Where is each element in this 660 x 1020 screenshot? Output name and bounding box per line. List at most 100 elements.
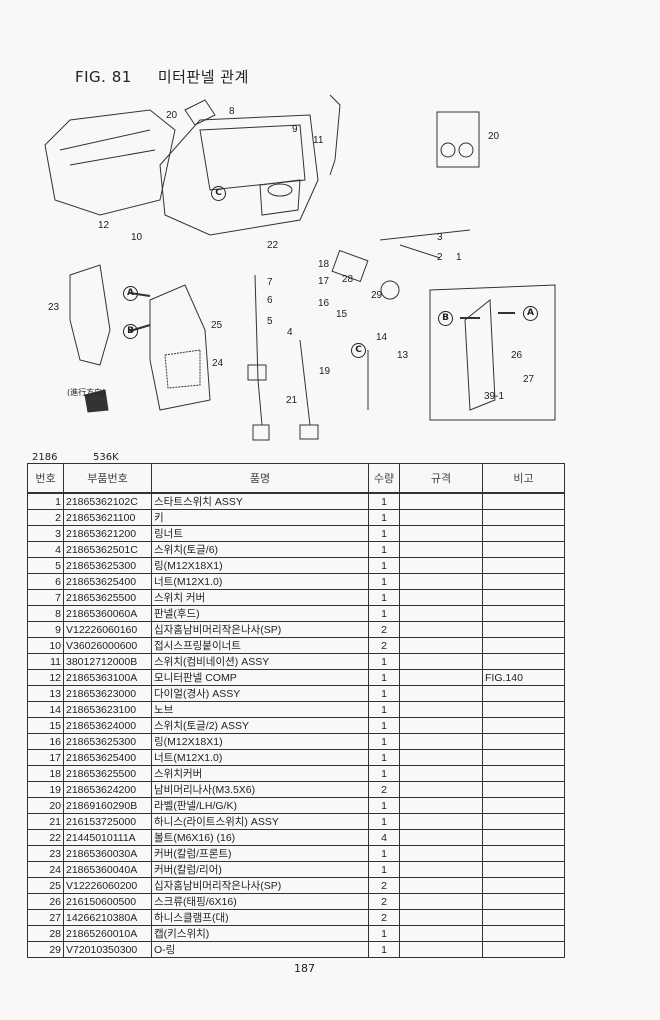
callout-label: 39-1 — [484, 391, 505, 402]
spec-cell — [399, 509, 483, 526]
part-name-cell: O-링 — [151, 941, 369, 958]
view-reference-marker: A — [523, 306, 538, 321]
item-number-cell: 5 — [27, 557, 64, 574]
callout-label: 7 — [267, 277, 273, 288]
remark-cell — [482, 589, 565, 606]
spec-cell — [399, 733, 483, 750]
item-number-cell: 19 — [27, 781, 64, 798]
quantity-cell: 4 — [368, 829, 400, 846]
item-number-cell: 27 — [27, 909, 64, 926]
part-number-cell: 21865260010A — [63, 925, 152, 942]
callout-label: 16 — [318, 298, 330, 309]
item-number-cell: 26 — [27, 893, 64, 910]
part-number-cell: 218653625300 — [63, 733, 152, 750]
header-number: 번호 — [27, 463, 64, 494]
spec-cell — [399, 845, 483, 862]
callout-label: 25 — [211, 320, 223, 331]
part-number-cell: V12226060160 — [63, 621, 152, 638]
item-number-cell: 29 — [27, 941, 64, 958]
part-name-cell: 모니터판넬 COMP — [151, 669, 369, 686]
part-name-cell: 십자홈남비머리작은나사(SP) — [151, 621, 369, 638]
part-number-cell: 218653625400 — [63, 573, 152, 590]
part-name-cell: 링(M12X18X1) — [151, 557, 369, 574]
remark-cell — [482, 701, 565, 718]
remark-cell — [482, 941, 565, 958]
remark-cell — [482, 749, 565, 766]
callout-label: 18 — [318, 259, 330, 270]
table-header-row: 번호 부품번호 품명 수량 규격 비고 — [27, 463, 565, 494]
remark-cell — [482, 557, 565, 574]
part-name-cell: 십자홈남비머리작은나사(SP) — [151, 877, 369, 894]
quantity-cell: 1 — [368, 669, 400, 686]
part-number-cell: 218653623100 — [63, 701, 152, 718]
quantity-cell: 1 — [368, 733, 400, 750]
callout-label: 10 — [131, 232, 143, 243]
quantity-cell: 1 — [368, 717, 400, 734]
remark-cell — [482, 492, 565, 510]
switches-and-harness — [84, 229, 556, 441]
part-number-cell: 218653625500 — [63, 589, 152, 606]
part-name-cell: 스위치(토글/2) ASSY — [151, 717, 369, 734]
callout-label: 8 — [229, 106, 235, 117]
callout-label: 13 — [397, 350, 409, 361]
callout-label: 21 — [286, 395, 298, 406]
item-number-cell: 12 — [27, 669, 64, 686]
part-number-cell: 218653623000 — [63, 685, 152, 702]
callout-label: 12 — [98, 220, 110, 231]
quantity-cell: 2 — [368, 877, 400, 894]
exploded-parts-diagram — [44, 94, 556, 441]
part-number-cell: 218653624200 — [63, 781, 152, 798]
remark-cell — [482, 637, 565, 654]
spec-cell — [399, 877, 483, 894]
view-reference-marker: C — [211, 186, 226, 201]
column-covers — [69, 264, 211, 411]
callout-label: 20 — [166, 110, 178, 121]
part-number-cell: 216150600500 — [63, 893, 152, 910]
spec-cell — [399, 653, 483, 670]
figure-name: 미터판넬 관계 — [157, 68, 249, 86]
spec-cell — [399, 573, 483, 590]
part-name-cell: 스크류(태핑/6X16) — [151, 893, 369, 910]
view-reference-marker: A — [123, 286, 138, 301]
part-name-cell: 판넬(후드) — [151, 605, 369, 622]
model-code: 2186 — [32, 452, 58, 463]
part-number-cell: 218653624000 — [63, 717, 152, 734]
part-name-cell: 스위치 커버 — [151, 589, 369, 606]
item-number-cell: 7 — [27, 589, 64, 606]
monitor-panel-small — [436, 111, 480, 168]
part-name-cell: 캡(키스위치) — [151, 925, 369, 942]
spec-cell — [399, 893, 483, 910]
item-number-cell: 4 — [27, 541, 64, 558]
remark-cell — [482, 925, 565, 942]
part-number-cell: 218653621200 — [63, 525, 152, 542]
part-number-cell: V12226060200 — [63, 877, 152, 894]
quantity-cell: 1 — [368, 797, 400, 814]
spec-cell — [399, 813, 483, 830]
callout-label: 22 — [267, 240, 279, 251]
item-number-cell: 24 — [27, 861, 64, 878]
remark-cell — [482, 845, 565, 862]
remark-cell — [482, 877, 565, 894]
part-name-cell: 링너트 — [151, 525, 369, 542]
part-name-cell: 스위치(컴비네이션) ASSY — [151, 653, 369, 670]
quantity-cell: 1 — [368, 492, 400, 510]
part-number-cell: 218653625300 — [63, 557, 152, 574]
callout-label: 17 — [318, 276, 330, 287]
part-name-cell: 남비머리나사(M3.5X6) — [151, 781, 369, 798]
spec-cell — [399, 717, 483, 734]
header-quantity: 수량 — [368, 463, 400, 494]
